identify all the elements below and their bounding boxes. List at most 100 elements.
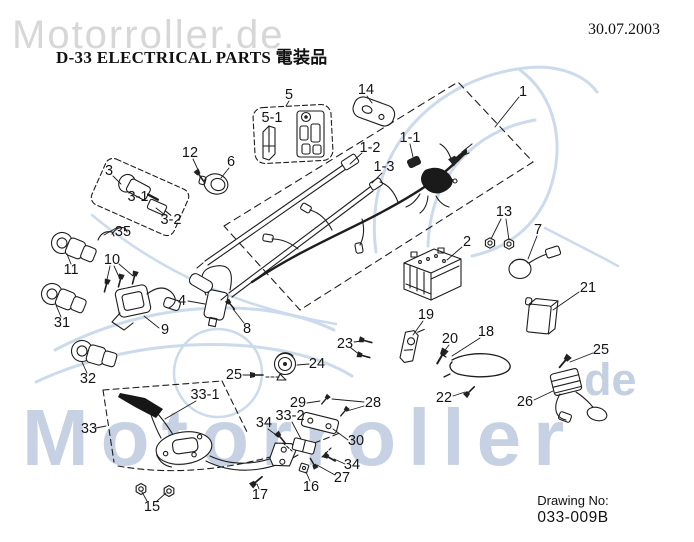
screw-10a <box>100 277 112 294</box>
watermark-suffix-text: de <box>584 354 637 405</box>
callout-label: 23 <box>336 336 354 352</box>
callout-label: 10 <box>103 252 121 268</box>
callout-label: 17 <box>251 487 269 503</box>
callout-label: 2 <box>462 234 472 250</box>
nut-16 <box>298 462 310 474</box>
rectifier-26 <box>549 368 608 423</box>
callout-label: 21 <box>579 280 597 296</box>
watermark-top-text: Motorroller.de <box>12 13 285 57</box>
callout-label: 32 <box>79 371 97 387</box>
callout-label: 35 <box>114 224 132 240</box>
connector-1-1 <box>406 155 422 169</box>
callout-label: 8 <box>242 321 252 337</box>
callout-label: 4 <box>177 293 187 309</box>
callout-label: 6 <box>226 154 236 170</box>
leader-lines <box>55 95 594 502</box>
callout-label: 15 <box>143 499 161 515</box>
drawing-number-block: Drawing No: 033-009B <box>508 493 638 527</box>
screw-34a <box>273 429 288 446</box>
callout-label: 1-1 <box>399 130 421 146</box>
fuse-box <box>252 103 334 165</box>
callout-label: 33 <box>80 421 98 437</box>
screw-34b <box>321 451 338 465</box>
cable-18 <box>440 353 511 378</box>
screw-23b <box>355 350 372 362</box>
drawing-no-label: Drawing No: <box>537 493 609 508</box>
screw-22 <box>462 383 478 399</box>
watermark-swoosh <box>34 65 620 419</box>
callout-label: 27 <box>333 470 351 486</box>
callout-label: 31 <box>53 315 71 331</box>
mount-bracket-assembly <box>269 411 340 467</box>
clamp-35a <box>97 231 115 241</box>
callout-label: 18 <box>477 324 495 340</box>
callout-label: 12 <box>181 145 199 161</box>
bracket-plate-30 <box>300 411 340 435</box>
callout-label: 1 <box>518 84 528 100</box>
horn <box>265 352 297 381</box>
callout-label: 1-2 <box>359 140 381 156</box>
screw-25b <box>556 352 573 371</box>
callout-label: 16 <box>302 479 320 495</box>
callout-label: 13 <box>495 204 513 220</box>
callout-label: 7 <box>533 222 543 238</box>
bolt-27 <box>307 456 320 471</box>
hardware-fasteners <box>100 145 573 498</box>
bulb-sockets <box>37 228 120 372</box>
callout-label: 30 <box>347 433 365 449</box>
screw-28 <box>338 405 351 419</box>
callout-label: 25 <box>592 342 610 358</box>
callout-label: 1-3 <box>373 159 395 175</box>
screw-29 <box>319 393 332 407</box>
callout-label: 3-2 <box>160 212 182 228</box>
connector-33-2 <box>291 437 317 455</box>
bulb-socket-31 <box>37 279 89 318</box>
page-date: 30.07.2003 <box>588 21 660 38</box>
callout-label: 5 <box>284 87 294 103</box>
callout-label: 14 <box>357 82 375 98</box>
stator-assembly <box>102 380 343 472</box>
l-bracket <box>269 442 297 467</box>
callout-label: 34 <box>255 415 273 431</box>
cable-connector-1-2 <box>340 153 360 171</box>
page-title: D-33 ELECTRICAL PARTS 電装品 <box>56 48 328 67</box>
ignition-switch <box>90 157 190 241</box>
callout-label: 26 <box>516 394 534 410</box>
callout-label: 28 <box>364 395 382 411</box>
bolt-20 <box>433 346 450 367</box>
battery <box>403 247 462 301</box>
cdi-unit <box>111 284 181 331</box>
callout-label: 3-1 <box>127 189 149 205</box>
callout-label: 20 <box>441 331 459 347</box>
callout-label: 33-2 <box>275 408 305 424</box>
switch-19 <box>399 328 425 363</box>
stator-plate <box>155 431 213 468</box>
callout-label: 9 <box>160 322 170 338</box>
callout-label: 5-1 <box>261 110 283 126</box>
callout-label: 33-1 <box>190 387 220 403</box>
relay-box-21 <box>524 297 559 335</box>
bracket-14 <box>352 96 396 127</box>
flasher-relay <box>198 173 229 195</box>
harness-dashed-region <box>223 81 534 311</box>
callout-label: 29 <box>289 395 307 411</box>
watermark-main-text: Motorroller <box>22 393 577 482</box>
harness-boot <box>421 167 453 194</box>
nut-15a <box>135 482 147 496</box>
bulb-socket-11 <box>47 228 99 267</box>
nut-15b <box>163 484 175 498</box>
screw-10b <box>114 272 126 289</box>
callout-label: 11 <box>63 262 79 278</box>
callout-label: 24 <box>308 356 326 372</box>
drawing-no-value: 033-009B <box>537 508 609 526</box>
callout-label: 22 <box>435 390 453 406</box>
ignition-coil <box>188 265 232 328</box>
starter-relay <box>508 245 562 280</box>
callout-label: 34 <box>343 457 361 473</box>
callout-label: 19 <box>417 307 435 323</box>
screw-10c <box>128 269 140 286</box>
stator-connector <box>118 393 163 418</box>
clamp-35b <box>111 227 128 235</box>
